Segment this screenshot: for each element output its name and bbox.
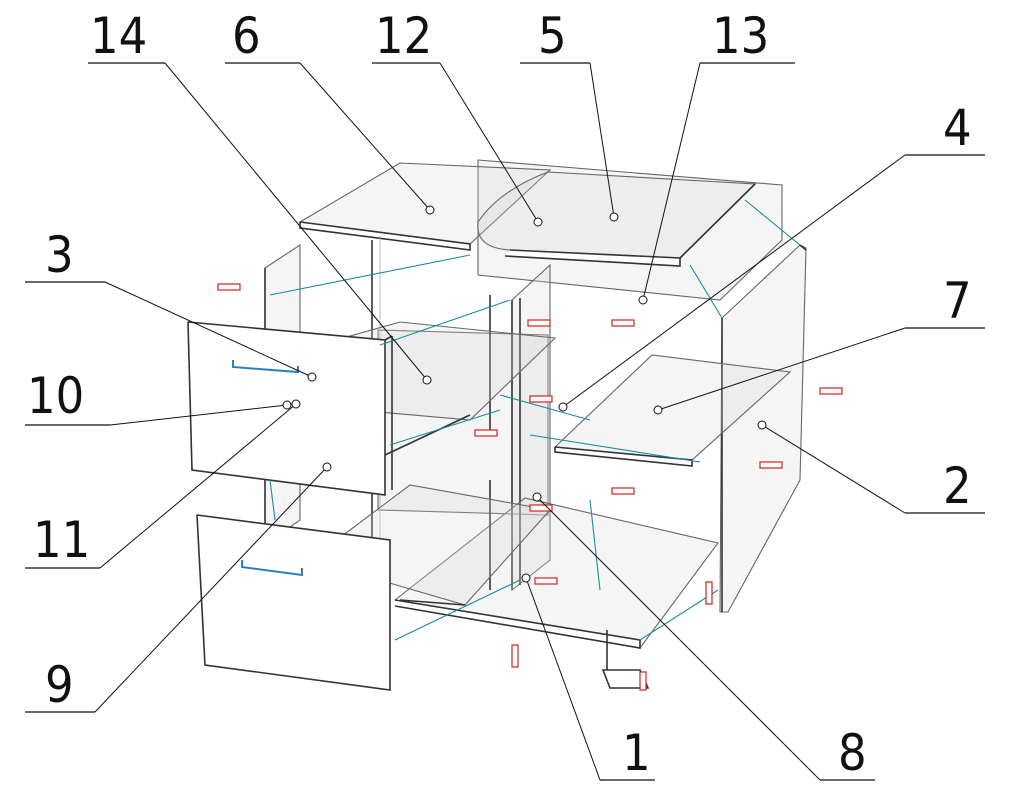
- callout-label: 11: [33, 511, 90, 569]
- callout-label: 7: [943, 272, 972, 330]
- callout-1: 1: [521, 573, 655, 782]
- connectors: [217, 283, 843, 691]
- callout-label: 14: [90, 7, 147, 65]
- callout-label: 6: [232, 7, 261, 65]
- cabinet-drawing: [187, 159, 843, 691]
- callout-10: 10: [25, 367, 292, 426]
- callout-8: 8: [532, 492, 875, 782]
- callout-3: 3: [25, 226, 317, 382]
- callout-9: 9: [25, 462, 332, 714]
- lower-handle: [241, 560, 303, 577]
- callout-label: 5: [538, 7, 567, 65]
- callout-label: 13: [712, 7, 769, 65]
- callout-label: 12: [375, 7, 432, 65]
- callout-label: 1: [622, 724, 651, 782]
- callout-label: 8: [838, 724, 867, 782]
- callout-13: 13: [638, 7, 795, 305]
- fastener-lines: [269, 199, 801, 641]
- callout-4: 4: [558, 99, 985, 412]
- callout-12: 12: [372, 7, 543, 227]
- callout-2: 2: [757, 420, 985, 515]
- callout-14: 14: [88, 7, 432, 385]
- callout-label: 4: [943, 99, 972, 157]
- callouts: 14 6 12 5 13 4: [25, 7, 985, 782]
- callout-label: 10: [27, 367, 84, 425]
- back-panel: [477, 159, 783, 301]
- callout-label: 9: [45, 656, 74, 714]
- callout-11: 11: [25, 399, 301, 569]
- callout-5: 5: [520, 7, 619, 222]
- callout-label: 2: [943, 457, 972, 515]
- callout-7: 7: [653, 272, 985, 415]
- leg-foot: [601, 669, 650, 689]
- upper-handle: [232, 360, 299, 374]
- callout-label: 3: [45, 226, 74, 284]
- callout-6: 6: [225, 7, 435, 215]
